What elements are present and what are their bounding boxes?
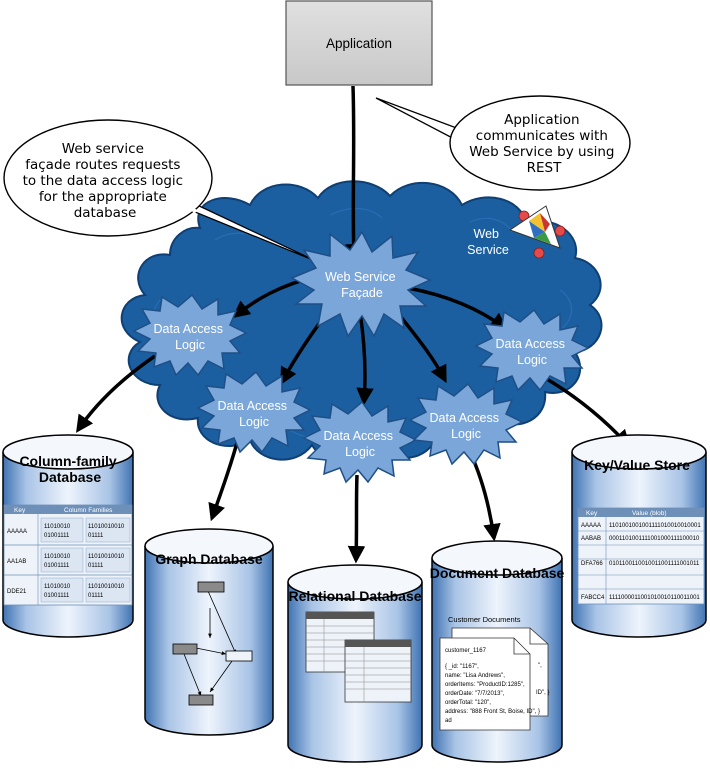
svg-text:Value (blob): Value (blob) bbox=[632, 510, 667, 517]
svg-text:01001111: 01001111 bbox=[44, 563, 70, 569]
svg-text:11010010: 11010010 bbox=[44, 554, 71, 560]
table-grid-icon bbox=[305, 611, 412, 703]
document-caption: Customer Documents bbox=[448, 615, 521, 624]
svg-text:1111000011001010010110011001: 1111000011001010010110011001 bbox=[609, 595, 700, 601]
svg-text:11010010010: 11010010010 bbox=[88, 554, 125, 560]
svg-text:01001111: 01001111 bbox=[44, 593, 70, 599]
svg-text:01001111: 01001111 bbox=[44, 533, 70, 539]
web-service-icon bbox=[508, 205, 566, 259]
arrow-dal1-to-columnfamily bbox=[76, 354, 156, 433]
svg-text:Column Families: Column Families bbox=[64, 507, 113, 514]
document-stack-icon: ", ID", } customer_1167 { _id: "1167", n… bbox=[439, 627, 549, 731]
svg-text:01111: 01111 bbox=[88, 533, 104, 539]
arrow-dal3-to-relational bbox=[347, 474, 366, 564]
svg-text:AAAAA: AAAAA bbox=[581, 523, 601, 529]
key-value-store: Key/Value Store Key Value (blob) AAAAA 1… bbox=[571, 434, 707, 638]
svg-text:Data Access Logic: Data Access Logic bbox=[324, 429, 397, 459]
graph-title: Graph Database bbox=[155, 551, 263, 567]
svg-text:orderTotal: "120",: orderTotal: "120", bbox=[445, 700, 491, 706]
data-access-logic-4: Data Access Logic bbox=[408, 382, 524, 466]
svg-text:Data Access Logic: Data Access Logic bbox=[496, 337, 569, 367]
svg-text:orderDate: "7/7/2013",: orderDate: "7/7/2013", bbox=[445, 691, 505, 697]
svg-text:{ _id: "1167",: { _id: "1167", bbox=[445, 664, 479, 670]
callout-rest-text: Application communicates with Web Servic… bbox=[469, 112, 619, 176]
relational-database: Relational Database bbox=[287, 564, 423, 763]
key-value-table: Key Value (blob) AAAAA 11010010010011110… bbox=[577, 507, 705, 605]
svg-text:ad: ad bbox=[445, 718, 452, 724]
svg-text:customer_1167: customer_1167 bbox=[445, 648, 487, 654]
callout-facade: Web service façade routes requests to th… bbox=[3, 119, 319, 263]
svg-text:DDE21: DDE21 bbox=[7, 589, 27, 595]
svg-text:Key: Key bbox=[14, 507, 26, 514]
column-family-table: Key Column Families AAAAA 11010010 01001… bbox=[3, 504, 133, 606]
callout-facade-text: Web service façade routes requests to th… bbox=[23, 141, 188, 221]
svg-text:DFA766: DFA766 bbox=[581, 561, 603, 567]
web-service-facade: Web Service Façade bbox=[290, 230, 432, 338]
svg-text:11010010: 11010010 bbox=[44, 524, 71, 530]
svg-text:0001101001111001000111100010: 0001101001111001000111100010 bbox=[609, 536, 700, 542]
document-database: Document Database Customer Documents ", … bbox=[430, 540, 565, 763]
svg-text:Data Access Logic: Data Access Logic bbox=[430, 411, 503, 441]
svg-text:11010010010: 11010010010 bbox=[88, 524, 125, 530]
arrow-facade-to-dal5 bbox=[407, 286, 508, 331]
application-label: Application bbox=[326, 36, 392, 51]
graph-database: Graph Database bbox=[144, 528, 274, 736]
svg-text:01111: 01111 bbox=[88, 593, 104, 599]
data-access-logic-2: Data Access Logic bbox=[196, 370, 312, 454]
data-access-logic-1: Data Access Logic bbox=[132, 293, 248, 377]
svg-text:Data Access Logic: Data Access Logic bbox=[218, 399, 291, 429]
column-family-title: Column-family Database bbox=[19, 453, 120, 485]
svg-text:ID", }: ID", } bbox=[536, 690, 549, 696]
key-value-title: Key/Value Store bbox=[584, 457, 690, 473]
svg-text:1101001001001111010010010001: 1101001001001111010010010001 bbox=[609, 523, 701, 529]
svg-text:Data Access Logic: Data Access Logic bbox=[154, 322, 227, 352]
document-title: Document Database bbox=[430, 565, 565, 581]
svg-text:AAAAA: AAAAA bbox=[7, 529, 27, 535]
svg-text:0101100110010011001111001011: 0101100110010011001111001011 bbox=[609, 561, 700, 567]
svg-text:Key: Key bbox=[586, 510, 598, 517]
svg-text:01111: 01111 bbox=[88, 563, 104, 569]
data-access-logic-5: Data Access Logic bbox=[474, 308, 590, 392]
svg-text:Web Service Façade: Web Service Façade bbox=[325, 270, 399, 300]
svg-text:address: "888 Front St, Boise,: address: "888 Front St, Boise, ID", } bbox=[445, 709, 540, 715]
svg-text:orderItems: "ProductID:1285",: orderItems: "ProductID:1285", bbox=[445, 682, 525, 688]
svg-text:",: ", bbox=[538, 663, 542, 669]
arrow-facade-to-dal3 bbox=[356, 311, 374, 406]
arrow-app-to-facade bbox=[344, 85, 363, 262]
web-service-label: Web Service bbox=[467, 227, 509, 257]
column-family-database: Column-family Database Key Column Famili… bbox=[2, 434, 134, 638]
svg-text:name: "Lisa Andrews",: name: "Lisa Andrews", bbox=[445, 673, 505, 679]
svg-text:AABAB: AABAB bbox=[581, 536, 601, 542]
data-access-logic-3: Data Access Logic bbox=[302, 400, 418, 484]
arrow-dal4-to-document bbox=[468, 451, 501, 542]
callout-rest: Application communicates with Web Servic… bbox=[375, 95, 631, 191]
application-box: Application bbox=[285, 0, 433, 86]
graph-diagram-icon bbox=[172, 581, 253, 706]
svg-text:AA1AB: AA1AB bbox=[7, 559, 26, 565]
svg-text:11010010010: 11010010010 bbox=[88, 584, 125, 590]
svg-text:11010010: 11010010 bbox=[44, 584, 71, 590]
relational-title: Relational Database bbox=[288, 588, 421, 604]
svg-text:FABCC4: FABCC4 bbox=[581, 595, 605, 601]
